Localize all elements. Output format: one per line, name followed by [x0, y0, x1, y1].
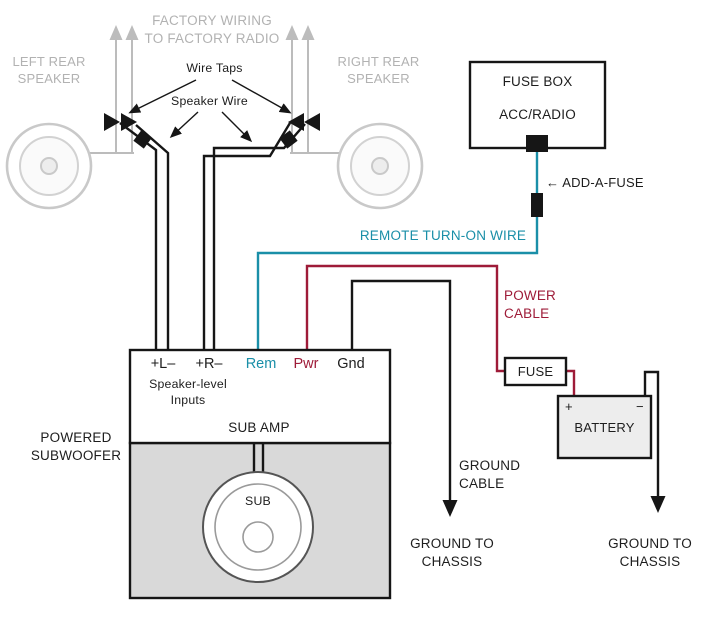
amp-terminal-remote: Rem: [245, 356, 277, 372]
fuse-box-title: FUSE BOX: [502, 74, 573, 89]
speaker-wire-right-2: [202, 122, 292, 352]
amp-terminal-left: +L–: [150, 356, 176, 372]
battery-positive-terminal: +: [565, 399, 573, 414]
wire-taps-label: Wire Taps: [186, 61, 243, 75]
power-cable-wire: [305, 264, 506, 373]
powered-subwoofer-label: POWERED SUBWOOFER: [30, 430, 122, 463]
acc-radio-tap-icon: [526, 135, 548, 152]
sub-driver-label: SUB: [245, 494, 271, 508]
left-rear-speaker-label: LEFT REAR SPEAKER: [12, 54, 86, 86]
remote-turn-on-label: REMOTE TURN-ON WIRE: [359, 228, 527, 243]
right-rear-speaker-label: RIGHT REAR SPEAKER: [337, 54, 420, 86]
factory-wiring-label: FACTORY WIRING TO FACTORY RADIO: [144, 13, 280, 46]
ground-to-chassis-label-left: GROUND TO CHASSIS: [410, 536, 494, 569]
right-rear-speaker-icon: [336, 122, 424, 210]
speaker-wire-left-2: [135, 124, 170, 352]
fuse-box: [468, 60, 607, 150]
battery-label: BATTERY: [574, 420, 635, 435]
add-a-fuse-holder-icon: [531, 193, 543, 217]
sub-amp-label: SUB AMP: [228, 420, 290, 435]
sub-driver-icon: [202, 471, 314, 583]
power-cable-to-battery-wire: [565, 369, 576, 398]
acc-radio-label: ACC/RADIO: [499, 107, 576, 122]
amp-ground-wire: [350, 279, 458, 517]
amp-terminal-power: Pwr: [293, 356, 319, 372]
speaker-wire-label: Speaker Wire: [171, 94, 248, 108]
wire-tap-icon: [104, 113, 120, 131]
wire-tap-icon: [288, 113, 304, 131]
battery-ground-wire: [643, 370, 666, 513]
wire-tap-icon: [304, 113, 320, 131]
ground-to-chassis-label-right: GROUND TO CHASSIS: [608, 536, 692, 569]
sub-amp-box: [128, 348, 392, 445]
speaker-wire-right-1: [212, 123, 306, 352]
wire-taps-pointer-left: [128, 79, 197, 114]
speaker-level-inputs-label: Speaker-level Inputs: [149, 377, 227, 407]
left-rear-speaker-icon: [5, 122, 93, 210]
power-cable-label: POWER CABLE: [504, 288, 557, 321]
wire-connector-icon: [279, 130, 298, 149]
speaker-wire-pointer-right: [221, 111, 253, 143]
amp-terminal-right: +R–: [195, 356, 223, 372]
add-a-fuse-label: ← ADD-A-FUSE: [546, 175, 644, 190]
speaker-wire-pointer-left: [169, 111, 199, 139]
battery-negative-terminal: −: [636, 399, 644, 414]
wire-connector-icon: [133, 130, 152, 149]
amp-terminal-ground: Gnd: [337, 356, 365, 372]
speaker-wire-left-1: [119, 122, 158, 352]
ground-cable-label: GROUND CABLE: [459, 458, 521, 491]
battery-box: [556, 394, 653, 460]
wire-taps-pointer-right: [231, 79, 292, 114]
inline-fuse-label: FUSE: [517, 364, 554, 379]
inline-fuse-box: [503, 356, 568, 387]
